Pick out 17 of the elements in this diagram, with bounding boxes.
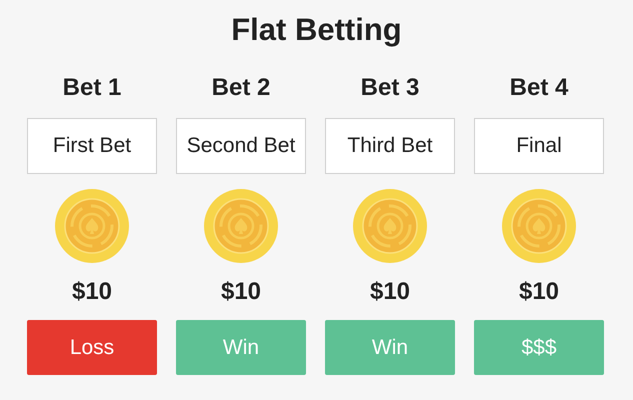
amount: $10 — [220, 278, 262, 306]
bet-box: Third Bet — [325, 118, 455, 174]
win-bar: $$$ — [474, 320, 604, 375]
bet-box: Second Bet — [176, 118, 306, 174]
bet-box: First Bet — [27, 118, 157, 174]
bet-heading: Bet 2 — [210, 74, 272, 102]
bet-heading: Bet 1 — [62, 74, 122, 102]
amount: $10 — [518, 278, 560, 306]
bet-heading: Bet 3 — [360, 74, 420, 102]
bet-box: Final — [474, 118, 604, 174]
amount: $10 — [70, 278, 114, 306]
win-bar: Win — [176, 320, 306, 375]
title: Flat Betting — [230, 12, 403, 48]
amount: $10 — [368, 278, 412, 306]
win-bar: Win — [325, 320, 455, 375]
loss-bar: Loss — [27, 320, 157, 375]
bet-heading: Bet 4 — [508, 74, 570, 102]
